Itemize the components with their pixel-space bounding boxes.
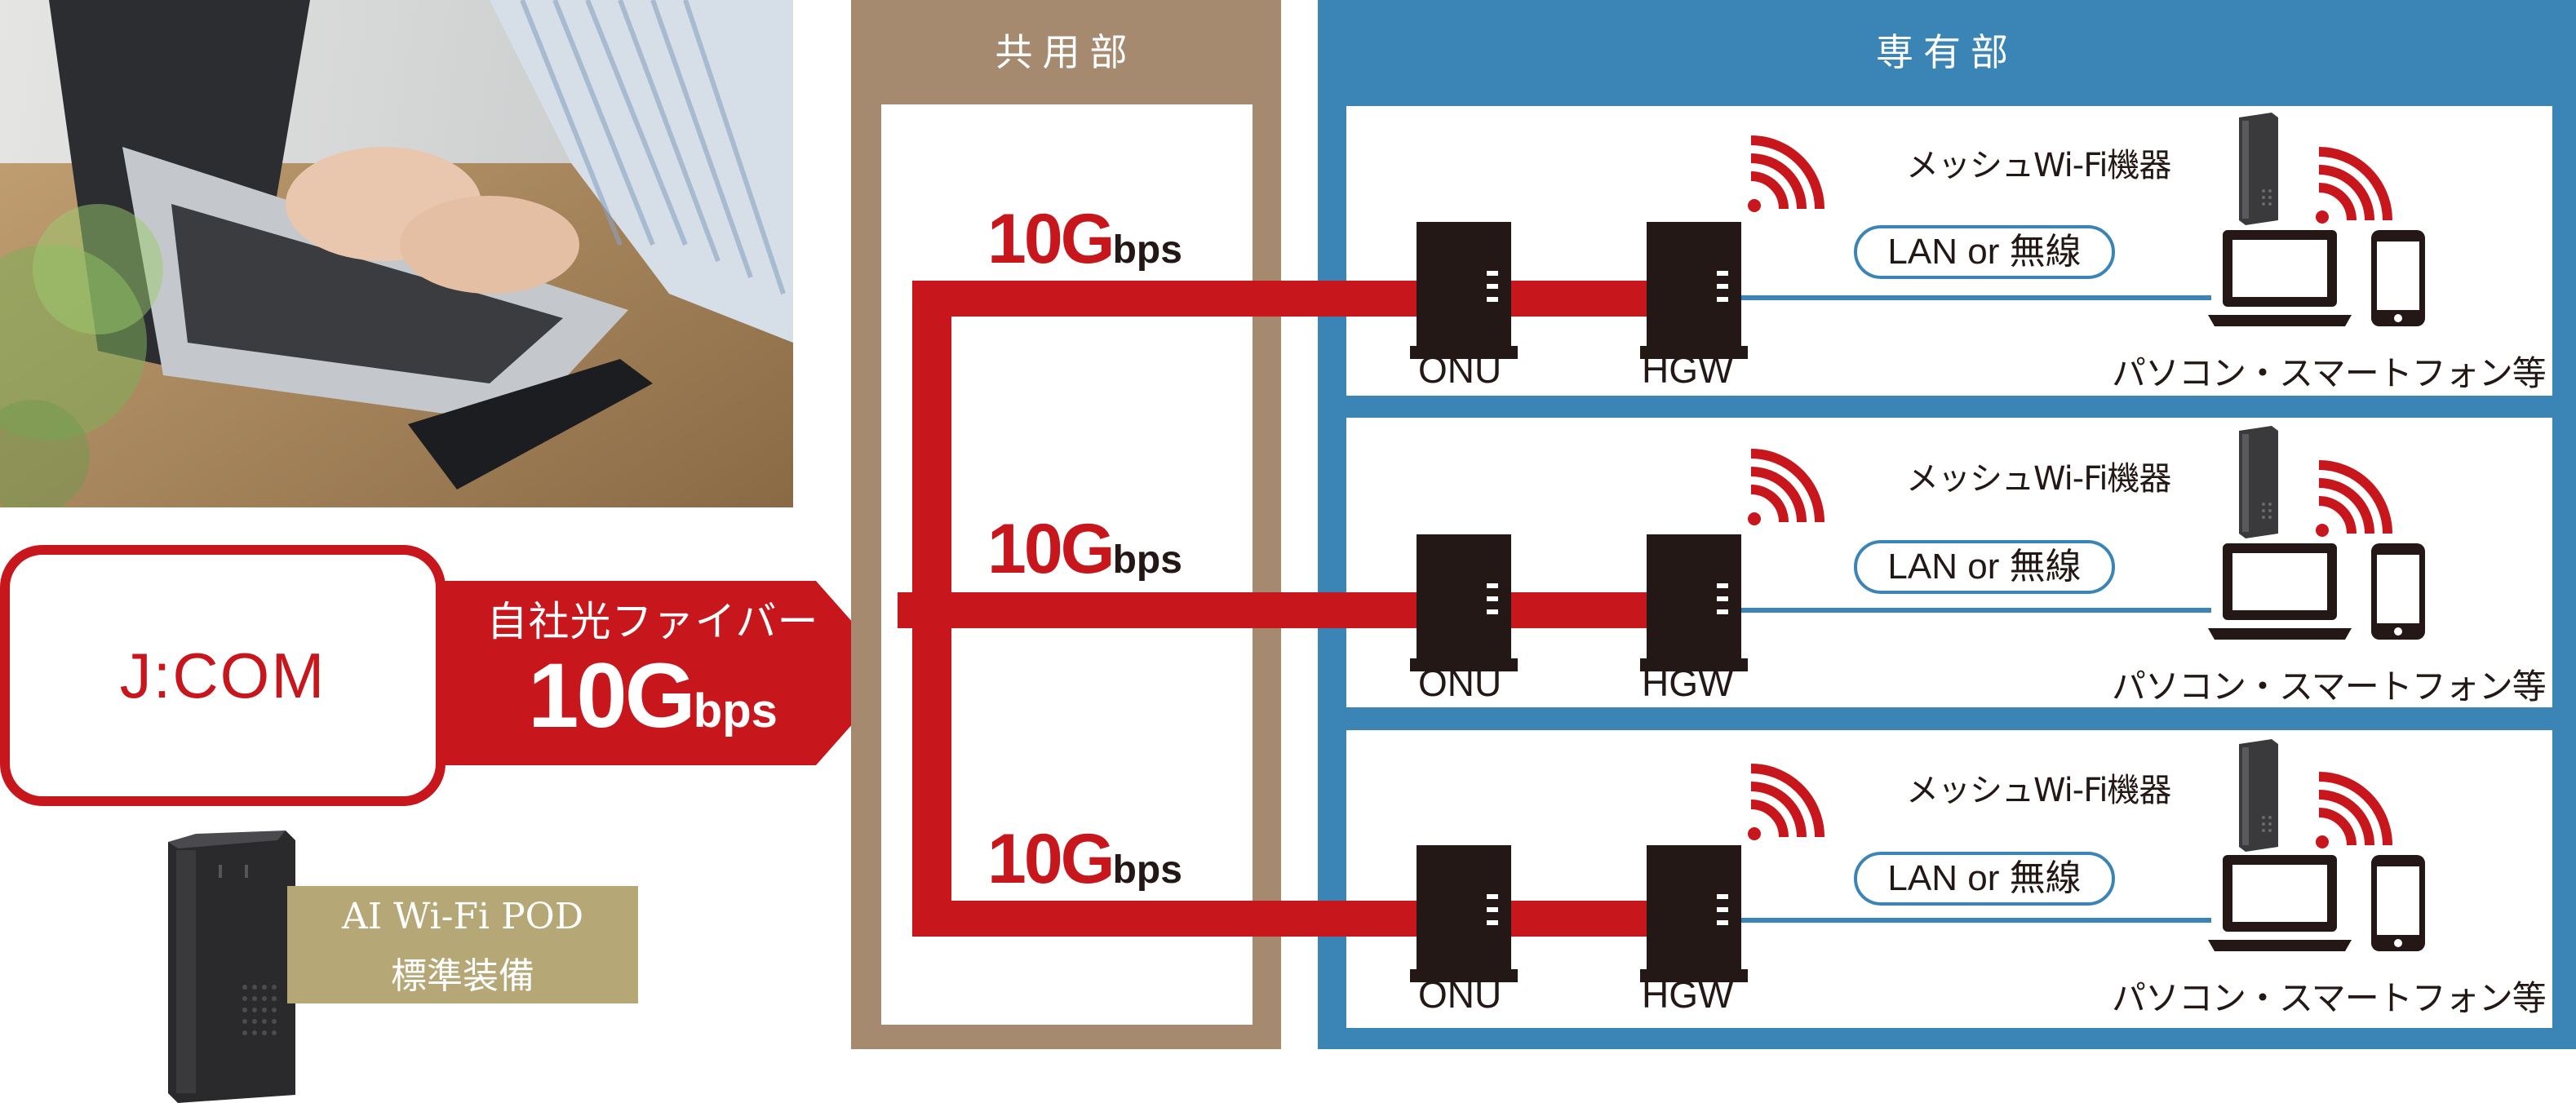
speed-unit-2: bps <box>1112 538 1182 582</box>
speed-label-2: 10Gbps <box>987 509 1182 590</box>
mesh-label-1: メッシュWi-Fi機器 <box>1906 147 2171 184</box>
speed-label-3: 10Gbps <box>987 819 1182 900</box>
speed-value-1: 10G <box>987 200 1115 278</box>
fiber-speed-unit: bps <box>693 684 778 738</box>
onu-label-2: ONU <box>1418 662 1502 704</box>
hgw-label-2: HGW <box>1642 662 1734 704</box>
speed-label-1: 10Gbps <box>987 199 1182 280</box>
jcom-box <box>0 545 446 806</box>
pod-label-line1: AI Wi-Fi POD <box>341 896 584 937</box>
hgw-label-3: HGW <box>1642 973 1734 1016</box>
pod-label: AI Wi-Fi POD 標準装備 <box>287 886 638 1003</box>
speed-unit-1: bps <box>1112 228 1182 272</box>
speed-value-2: 10G <box>987 510 1115 588</box>
fiber-arrow <box>441 581 898 765</box>
private-area-title: 専有部 <box>1876 30 2018 74</box>
jcom-logo: J:COM <box>0 545 446 806</box>
fiber-speed: 10Gbps <box>457 643 849 748</box>
jcom-logo-text: J:COM <box>119 639 326 711</box>
laptop-photo <box>0 0 793 507</box>
mesh-label-2: メッシュWi-Fi機器 <box>1906 460 2171 498</box>
speed-unit-3: bps <box>1112 848 1182 892</box>
link-badge-1: LAN or 無線 <box>1854 225 2115 279</box>
hgw-label-1: HGW <box>1642 348 1734 391</box>
link-badge-2: LAN or 無線 <box>1854 540 2115 594</box>
devices-label-2: パソコン・スマートフォン等 <box>2112 667 2547 707</box>
devices-label-1: パソコン・スマートフォン等 <box>2112 353 2547 393</box>
devices-label-3: パソコン・スマートフォン等 <box>2112 978 2547 1018</box>
onu-label-1: ONU <box>1418 348 1502 391</box>
pod-label-line2: 標準装備 <box>391 955 534 997</box>
shared-area-title: 共用部 <box>995 30 1137 74</box>
fiber-label: 自社光ファイバー <box>486 598 819 645</box>
fiber-speed-value: 10G <box>528 645 696 746</box>
onu-label-3: ONU <box>1418 973 1502 1016</box>
mesh-label-3: メッシュWi-Fi機器 <box>1906 772 2171 809</box>
link-badge-3: LAN or 無線 <box>1854 852 2115 906</box>
speed-value-3: 10G <box>987 820 1115 898</box>
